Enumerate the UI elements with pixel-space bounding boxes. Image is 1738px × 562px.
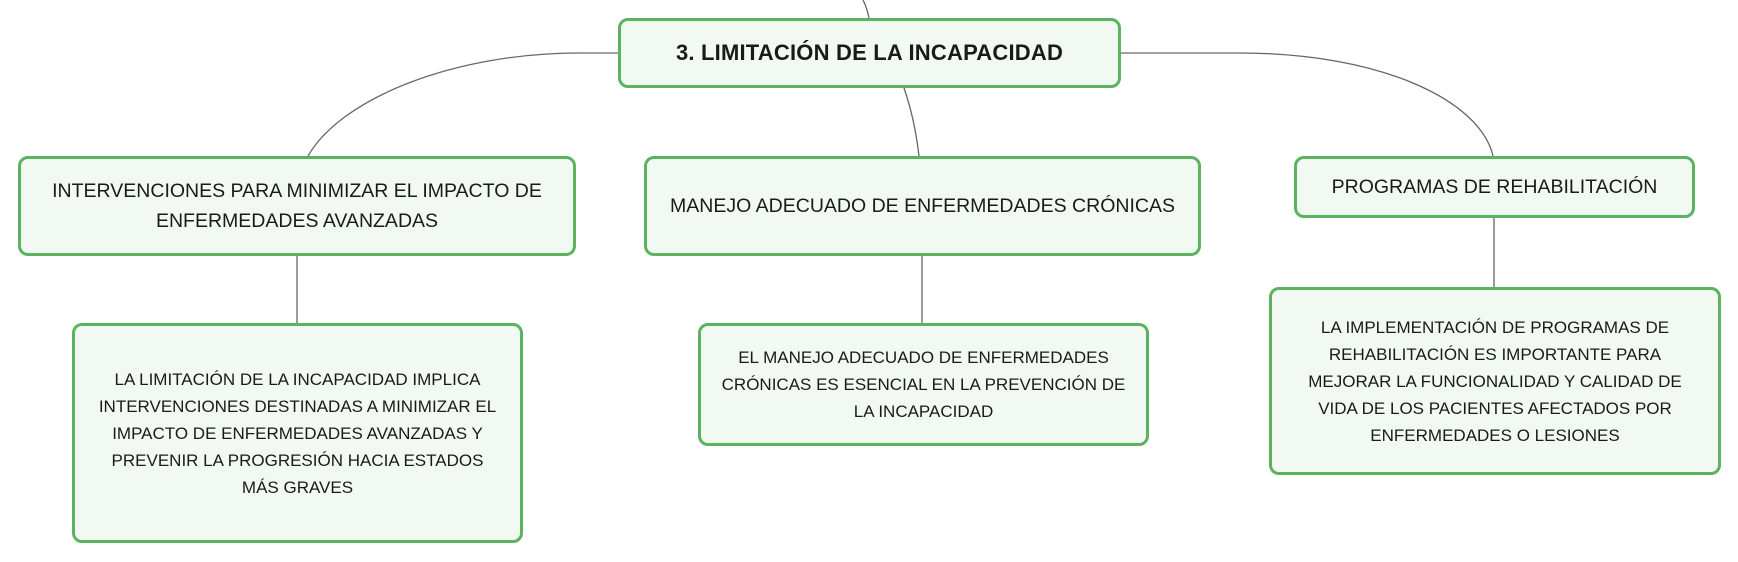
- branch-topic-label: MANEJO ADECUADO DE ENFERMEDADES CRÓNICAS: [670, 195, 1175, 217]
- detail-topic-chronic-management[interactable]: EL MANEJO ADECUADO DE ENFERMEDADES CRÓNI…: [698, 323, 1149, 446]
- branch-topic-chronic-management[interactable]: MANEJO ADECUADO DE ENFERMEDADES CRÓNICAS: [644, 156, 1201, 256]
- connector-parent-to-root: [862, 0, 870, 19]
- root-topic[interactable]: 3. LIMITACIÓN DE LA INCAPACIDAD: [618, 18, 1121, 88]
- detail-topic-rehabilitation[interactable]: LA IMPLEMENTACIÓN DE PROGRAMAS DE REHABI…: [1269, 287, 1721, 475]
- root-topic-title: 3. LIMITACIÓN DE LA INCAPACIDAD: [675, 40, 1064, 65]
- connector-root-to-branch-2: [903, 87, 920, 157]
- branch-topic-interventions[interactable]: INTERVENCIONES PARA MINIMIZAR EL IMPACTO…: [18, 156, 576, 256]
- branch-topic-label: PROGRAMAS DE REHABILITACIÓN: [1331, 176, 1658, 198]
- branch-topic-label: INTERVENCIONES PARA MINIMIZAR EL IMPACTO…: [52, 180, 542, 232]
- connector-root-to-branch-3: [1121, 52, 1494, 157]
- detail-topic-text: EL MANEJO ADECUADO DE ENFERMEDADES CRÓNI…: [721, 348, 1126, 421]
- detail-topic-interventions[interactable]: LA LIMITACIÓN DE LA INCAPACIDAD IMPLICA …: [72, 323, 523, 543]
- connector-root-to-branch-1: [307, 52, 618, 157]
- branch-topic-rehabilitation[interactable]: PROGRAMAS DE REHABILITACIÓN: [1294, 156, 1695, 218]
- detail-topic-text: LA LIMITACIÓN DE LA INCAPACIDAD IMPLICA …: [98, 369, 497, 497]
- detail-topic-text: LA IMPLEMENTACIÓN DE PROGRAMAS DE REHABI…: [1308, 317, 1682, 445]
